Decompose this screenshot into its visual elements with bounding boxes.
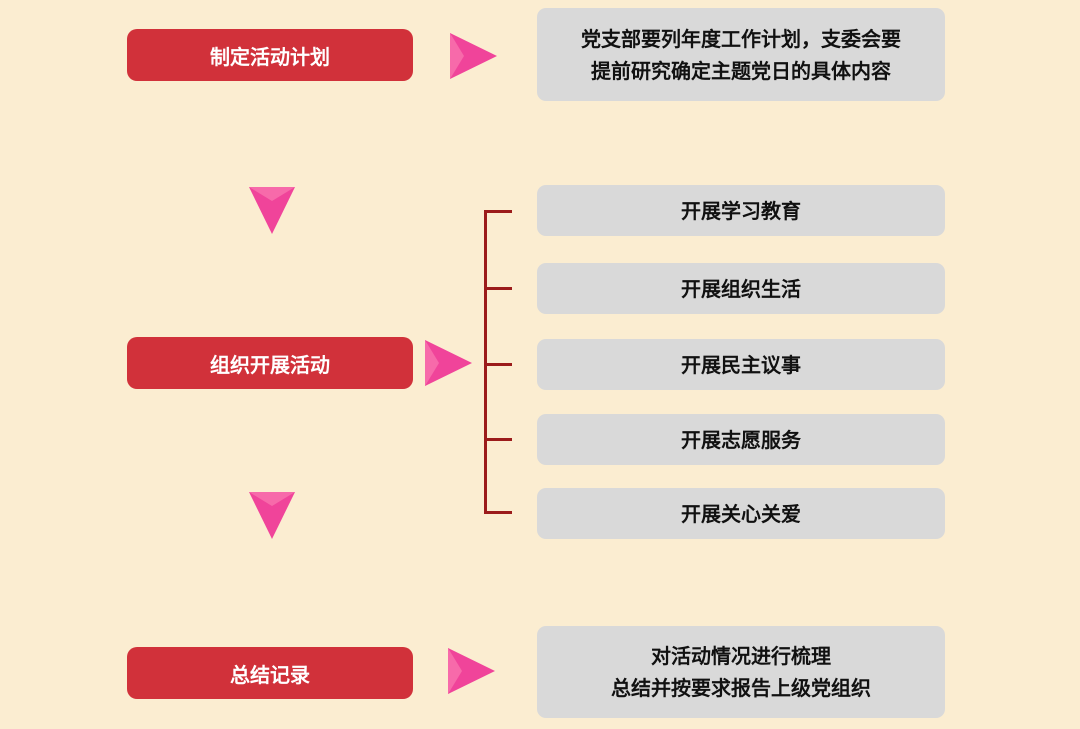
- step-organize: 组织开展活动: [127, 337, 413, 389]
- plan-detail-box: 党支部要列年度工作计划，支委会要 提前研究确定主题党日的具体内容: [537, 8, 945, 101]
- step-summary: 总结记录: [127, 647, 413, 699]
- detail-line: 对活动情况进行梳理: [651, 644, 831, 668]
- detail-line: 总结并按要求报告上级党组织: [611, 676, 871, 700]
- arrow-right-icon: [425, 340, 472, 386]
- detail-line: 提前研究确定主题党日的具体内容: [591, 58, 891, 83]
- summary-detail-box: 对活动情况进行梳理 总结并按要求报告上级党组织: [537, 626, 945, 718]
- detail-line: 党支部要列年度工作计划，支委会要: [581, 26, 901, 51]
- activity-item: 开展学习教育: [537, 185, 945, 236]
- activity-item: 开展志愿服务: [537, 414, 945, 465]
- activity-item: 开展关心关爱: [537, 488, 945, 539]
- arrow-right-icon: [448, 648, 495, 694]
- activity-item: 开展组织生活: [537, 263, 945, 314]
- arrow-right-icon: [450, 33, 497, 79]
- arrow-down-icon: [249, 187, 295, 234]
- arrow-down-icon: [249, 492, 295, 539]
- activity-item: 开展民主议事: [537, 339, 945, 390]
- step-plan: 制定活动计划: [127, 29, 413, 81]
